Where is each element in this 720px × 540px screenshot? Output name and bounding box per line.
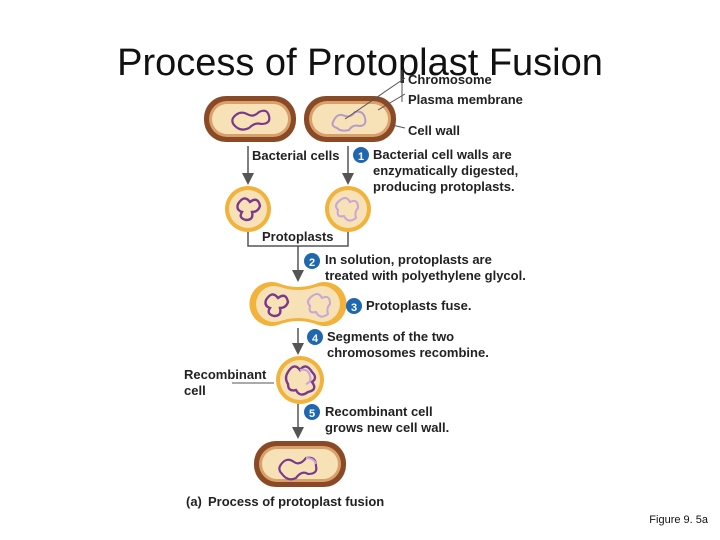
chromosome-light [331, 110, 367, 132]
fused-protoplast [249, 282, 347, 326]
step-1-number: 1 [358, 151, 364, 163]
step-3-badge [346, 298, 362, 314]
protoplast-left [225, 186, 271, 232]
chromosome-dark [231, 109, 271, 131]
bacterial-cell-right [304, 96, 396, 142]
recombinant-protoplast [276, 356, 324, 404]
step-2-badge [304, 253, 320, 269]
protoplasts-label: Protoplasts [262, 229, 334, 244]
step-3-number: 3 [351, 302, 357, 314]
step-4-badge [307, 329, 323, 345]
protoplast-right [325, 186, 371, 232]
chromosome-label: Chromosome [408, 72, 492, 87]
step-1-badge [353, 147, 369, 163]
step-4-number: 4 [312, 333, 319, 345]
step-3-line-1: Protoplasts fuse. [366, 298, 471, 313]
step-4-line-2: chromosomes recombine. [327, 345, 489, 360]
figure-caption: Figure 9. 5a [649, 514, 708, 526]
panel-caption: Process of protoplast fusion [208, 494, 384, 509]
recombinant-cell-label-2: cell [184, 383, 206, 398]
step-1-line-1: Bacterial cell walls are [373, 147, 512, 162]
bacterial-cells-label: Bacterial cells [252, 148, 339, 163]
bacterial-cell-left [204, 96, 296, 142]
plasma-membrane-label: Plasma membrane [408, 92, 523, 107]
step-2-line-2: treated with polyethylene glycol. [325, 268, 526, 283]
step-5-line-1: Recombinant cell [325, 404, 433, 419]
recombinant-cell-label-1: Recombinant [184, 367, 267, 382]
step-2-number: 2 [309, 257, 315, 269]
step-5-number: 5 [309, 408, 315, 420]
step-4-line-1: Segments of the two [327, 329, 454, 344]
recombinant-cell-with-wall [254, 441, 346, 487]
step-5-badge [304, 404, 320, 420]
cell-wall-label: Cell wall [408, 123, 460, 138]
slide-title: Process of Protoplast Fusion [117, 42, 603, 84]
step-1-line-2: enzymatically digested, [373, 163, 518, 178]
step-2-line-1: In solution, protoplasts are [325, 252, 492, 267]
step-5-line-2: grows new cell wall. [325, 420, 449, 435]
step-1-line-3: producing protoplasts. [373, 179, 515, 194]
panel-letter: (a) [186, 494, 202, 509]
